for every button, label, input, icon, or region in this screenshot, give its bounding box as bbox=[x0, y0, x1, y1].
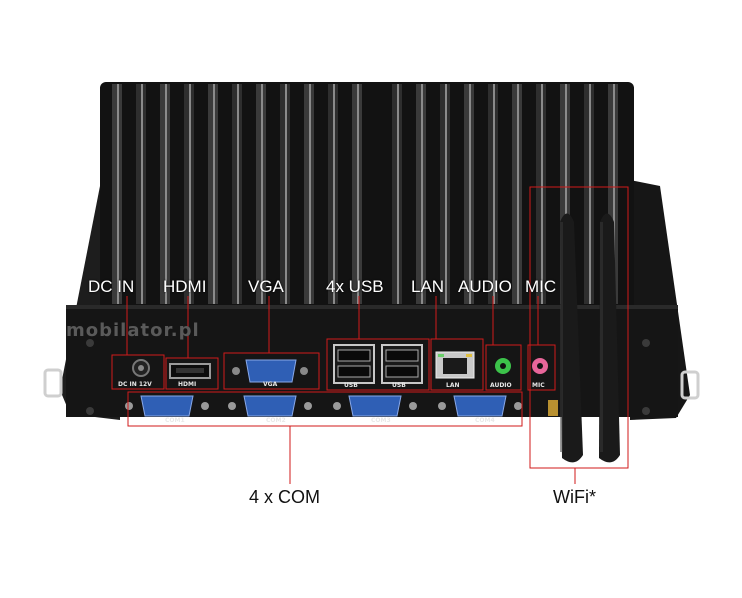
label-usb: 4x USB bbox=[326, 277, 384, 296]
com-ports bbox=[125, 395, 522, 417]
label-mic: MIC bbox=[525, 277, 557, 296]
caption-com: 4 x COM bbox=[249, 487, 321, 507]
com-port bbox=[333, 395, 417, 417]
heatsink-fin-highlight bbox=[565, 84, 567, 304]
silk-dc-in: DC IN 12V bbox=[118, 381, 152, 388]
heatsink-fin-highlight bbox=[165, 84, 167, 304]
com-port bbox=[438, 395, 522, 417]
heatsink-fin-highlight bbox=[421, 84, 423, 304]
label-lan: LAN bbox=[411, 277, 445, 296]
heatsink-fin-highlight bbox=[445, 84, 447, 304]
logo-text: mobilator.pl bbox=[66, 320, 200, 341]
silk-usb-2: USB bbox=[392, 382, 406, 389]
com-port bbox=[228, 395, 312, 417]
silk-audio: AUDIO bbox=[490, 382, 512, 389]
com-port bbox=[125, 395, 209, 417]
silk-com2: COM2 bbox=[266, 417, 286, 424]
heatsink-fin-highlight bbox=[517, 84, 519, 304]
usb-ports bbox=[333, 344, 423, 384]
silk-com1: COM1 bbox=[165, 417, 185, 424]
heatsink-fin-highlight bbox=[117, 84, 119, 304]
heatsink-fin-highlight bbox=[541, 84, 543, 304]
audio-jack bbox=[495, 358, 511, 374]
label-vga: VGA bbox=[248, 277, 284, 296]
heatsink-fin-highlight bbox=[237, 84, 239, 304]
heatsink-fin-highlight bbox=[213, 84, 215, 304]
dc-in-port bbox=[132, 359, 150, 377]
label-hdmi: HDMI bbox=[163, 277, 207, 296]
heatsink-fin-highlight bbox=[309, 84, 311, 304]
heatsink-fin-highlight bbox=[189, 84, 191, 304]
heatsink-fin-highlight bbox=[261, 84, 263, 304]
caption-wifi: WiFi* bbox=[553, 487, 596, 507]
silk-lan: LAN bbox=[446, 382, 460, 389]
silk-usb-1: USB bbox=[344, 382, 358, 389]
heatsink-fin-highlight bbox=[469, 84, 471, 304]
wifi-antennas bbox=[548, 213, 620, 463]
heatsink-fin-highlight bbox=[141, 84, 143, 304]
mic-jack bbox=[532, 358, 548, 374]
silk-com3: COM3 bbox=[371, 417, 391, 424]
label-dc-in: DC IN bbox=[88, 277, 135, 296]
heatsink-fin-highlight bbox=[589, 84, 591, 304]
hdmi-port bbox=[169, 363, 211, 379]
silk-com4: COM4 bbox=[475, 417, 495, 424]
heatsink-fin-highlight bbox=[285, 84, 287, 304]
silk-vga: VGA bbox=[263, 381, 278, 388]
vga-port bbox=[232, 359, 308, 383]
silk-hdmi: HDMI bbox=[178, 381, 197, 388]
heatsink-fin-highlight bbox=[493, 84, 495, 304]
heatsink-fin-highlight bbox=[613, 84, 615, 304]
lan-port bbox=[435, 351, 475, 379]
heatsink-fin-highlight bbox=[357, 84, 359, 304]
silk-mic: MIC bbox=[532, 382, 545, 389]
callouts bbox=[111, 186, 629, 484]
heatsink-fin-highlight bbox=[397, 84, 399, 304]
label-audio: AUDIO bbox=[458, 277, 512, 296]
heatsink-fin-highlight bbox=[333, 84, 335, 304]
